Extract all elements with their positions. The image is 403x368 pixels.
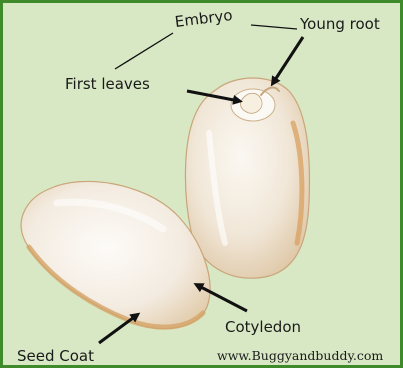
seed-half-with-embryo [185,78,309,278]
seed-coat-label: Seed Coat [17,349,94,364]
cotyledon-label: Cotyledon [225,320,301,335]
seed-coat-arrow [99,315,137,343]
embryo-leader-line [115,33,173,69]
seed-half-cotyledon [21,181,210,328]
seed-illustration [3,3,403,368]
website-credit: www.Buggyandbuddy.com [217,350,383,363]
young-root-leader-line [251,25,297,29]
young-root-label: Young root [300,17,380,32]
first-leaves-label: First leaves [65,77,150,92]
young-root-arrow [273,37,303,83]
